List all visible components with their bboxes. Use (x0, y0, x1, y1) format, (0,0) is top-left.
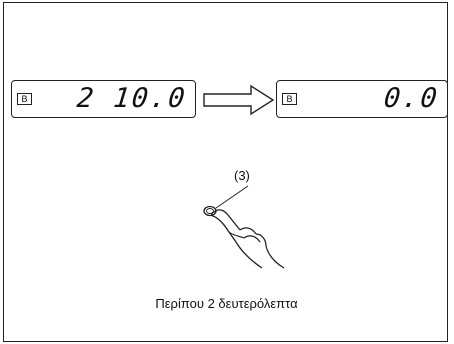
finger-press-icon (203, 185, 285, 269)
lcd-display-before: B 2 10.0 (11, 80, 196, 118)
mode-badge: B (17, 93, 32, 105)
caption-text: Περίπου 2 δευτερόλεπτα (155, 296, 298, 311)
right-arrow-icon (203, 84, 275, 116)
figure-frame: B 2 10.0 B 0.0 (3) Περίπου 2 δευτερόλεπτ… (3, 2, 448, 342)
display-value: 0.0 (382, 83, 441, 114)
mode-badge: B (282, 93, 297, 105)
callout-label: (3) (234, 168, 250, 183)
display-value: 2 10.0 (75, 83, 189, 114)
lcd-display-after: B 0.0 (276, 80, 448, 118)
